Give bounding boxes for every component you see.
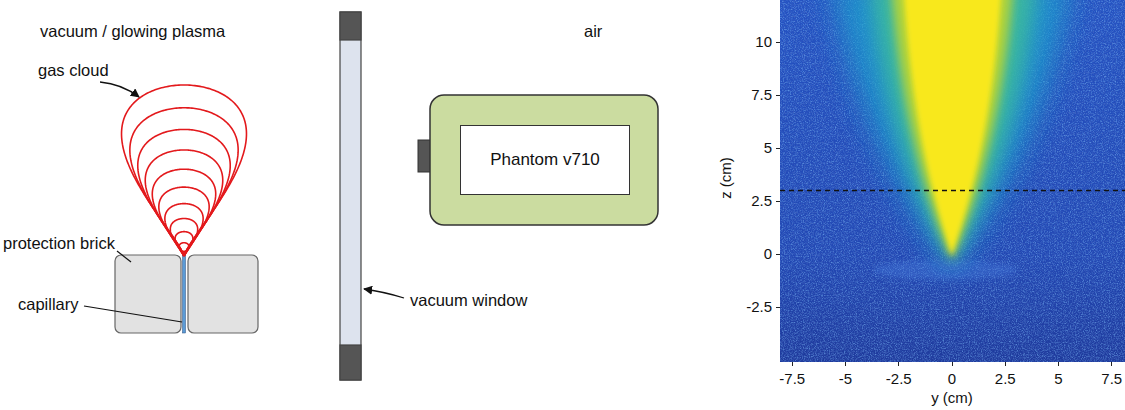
axis-ticks <box>776 43 1112 367</box>
part-label: capillary <box>18 295 79 314</box>
tick-label: 0 <box>948 370 956 387</box>
tick-label: -5 <box>839 370 852 387</box>
node-text: Phantom v710 <box>490 150 600 170</box>
plume-image <box>780 0 1125 362</box>
cloud-contour <box>122 85 247 256</box>
tick-label: -7.5 <box>779 370 805 387</box>
cloud-contour <box>130 108 238 256</box>
leader-arrow <box>364 289 404 298</box>
tick-label: -2.5 <box>746 298 772 315</box>
tick-label: 7.5 <box>1101 370 1122 387</box>
cloud-contour <box>152 169 215 256</box>
region-label: vacuum / glowing plasma <box>40 22 225 41</box>
capillary-tube <box>183 255 186 333</box>
leader-line <box>84 306 182 322</box>
part-label: gas cloud <box>38 61 109 80</box>
camera-sensor-box: Phantom v710 <box>460 125 630 195</box>
cloud-contour <box>165 204 203 256</box>
cloud-contour <box>138 129 230 256</box>
axis-title: z (cm) <box>717 157 734 199</box>
cloud-contour <box>170 219 197 256</box>
gas-cloud <box>122 85 247 256</box>
tick-label: 5 <box>764 139 772 156</box>
tick-label: -2.5 <box>886 370 912 387</box>
tick-label: 10 <box>755 33 772 50</box>
cloud-contour <box>145 150 222 256</box>
vacuum-window <box>340 12 361 380</box>
tick-label: 5 <box>1054 370 1062 387</box>
camera-housing <box>418 95 658 225</box>
axis-title: y (cm) <box>931 389 973 406</box>
part-label: protection brick <box>3 234 115 253</box>
tick-label: 0 <box>764 245 772 262</box>
protection-brick <box>115 255 258 333</box>
part-label: vacuum window <box>410 291 527 310</box>
cloud-contour <box>159 187 209 256</box>
tick-label: 2.5 <box>751 192 772 209</box>
tick-label: 7.5 <box>751 86 772 103</box>
region-label: air <box>584 22 602 41</box>
tick-label: 2.5 <box>995 370 1016 387</box>
leader-line <box>117 251 131 262</box>
leader-arrow <box>100 82 139 97</box>
